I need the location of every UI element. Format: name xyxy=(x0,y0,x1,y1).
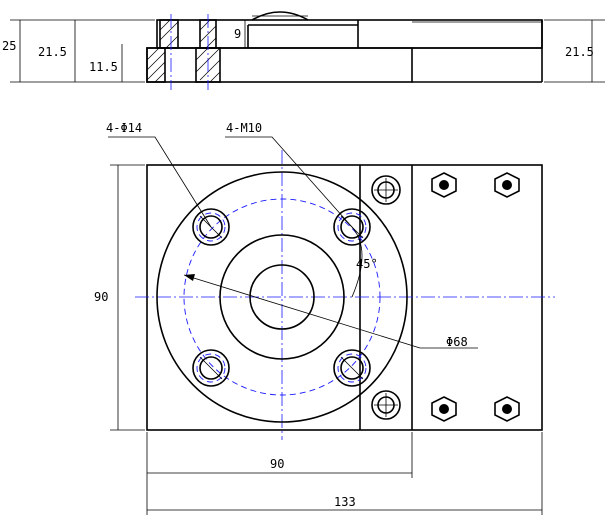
hole-top-right xyxy=(333,208,371,246)
label-phi68: Φ68 xyxy=(446,335,468,349)
plan-outer-plate xyxy=(146,164,543,431)
dim-plan-width-133: 133 xyxy=(334,495,356,509)
strip-bolts xyxy=(371,172,520,422)
side-dome xyxy=(251,11,309,21)
dim-side-21-5-left: 21.5 xyxy=(38,45,67,59)
hole-bottom-left xyxy=(192,349,230,387)
hole-bottom-right xyxy=(333,349,371,387)
dim-side-25: 25 xyxy=(2,39,16,53)
hole-top-left xyxy=(192,208,230,246)
side-hatch-right xyxy=(195,19,221,83)
dim-plan-height-90: 90 xyxy=(94,290,108,304)
label-angle-45: 45° xyxy=(356,257,378,271)
dim-plan-width-90: 90 xyxy=(270,457,284,471)
bolt-circle xyxy=(183,198,381,396)
label-4-m10: 4-M10 xyxy=(226,121,262,135)
side-view: 25 21.5 11.5 9 21.5 xyxy=(2,11,605,90)
dim-side-9: 9 xyxy=(234,27,241,41)
bolt-holes xyxy=(192,208,371,387)
dim-side-11-5: 11.5 xyxy=(89,60,118,74)
middle-circle xyxy=(219,234,345,360)
side-lower-plate xyxy=(146,47,413,83)
dim-side-21-5-right: 21.5 xyxy=(565,45,594,59)
side-hatch-left xyxy=(146,19,179,83)
inner-circle xyxy=(249,264,315,330)
outer-circle xyxy=(156,171,408,423)
label-4-phi14: 4-Φ14 xyxy=(106,121,142,135)
plan-view: 4-Φ14 4-M10 Φ68 45° 90 90 133 xyxy=(94,121,555,515)
